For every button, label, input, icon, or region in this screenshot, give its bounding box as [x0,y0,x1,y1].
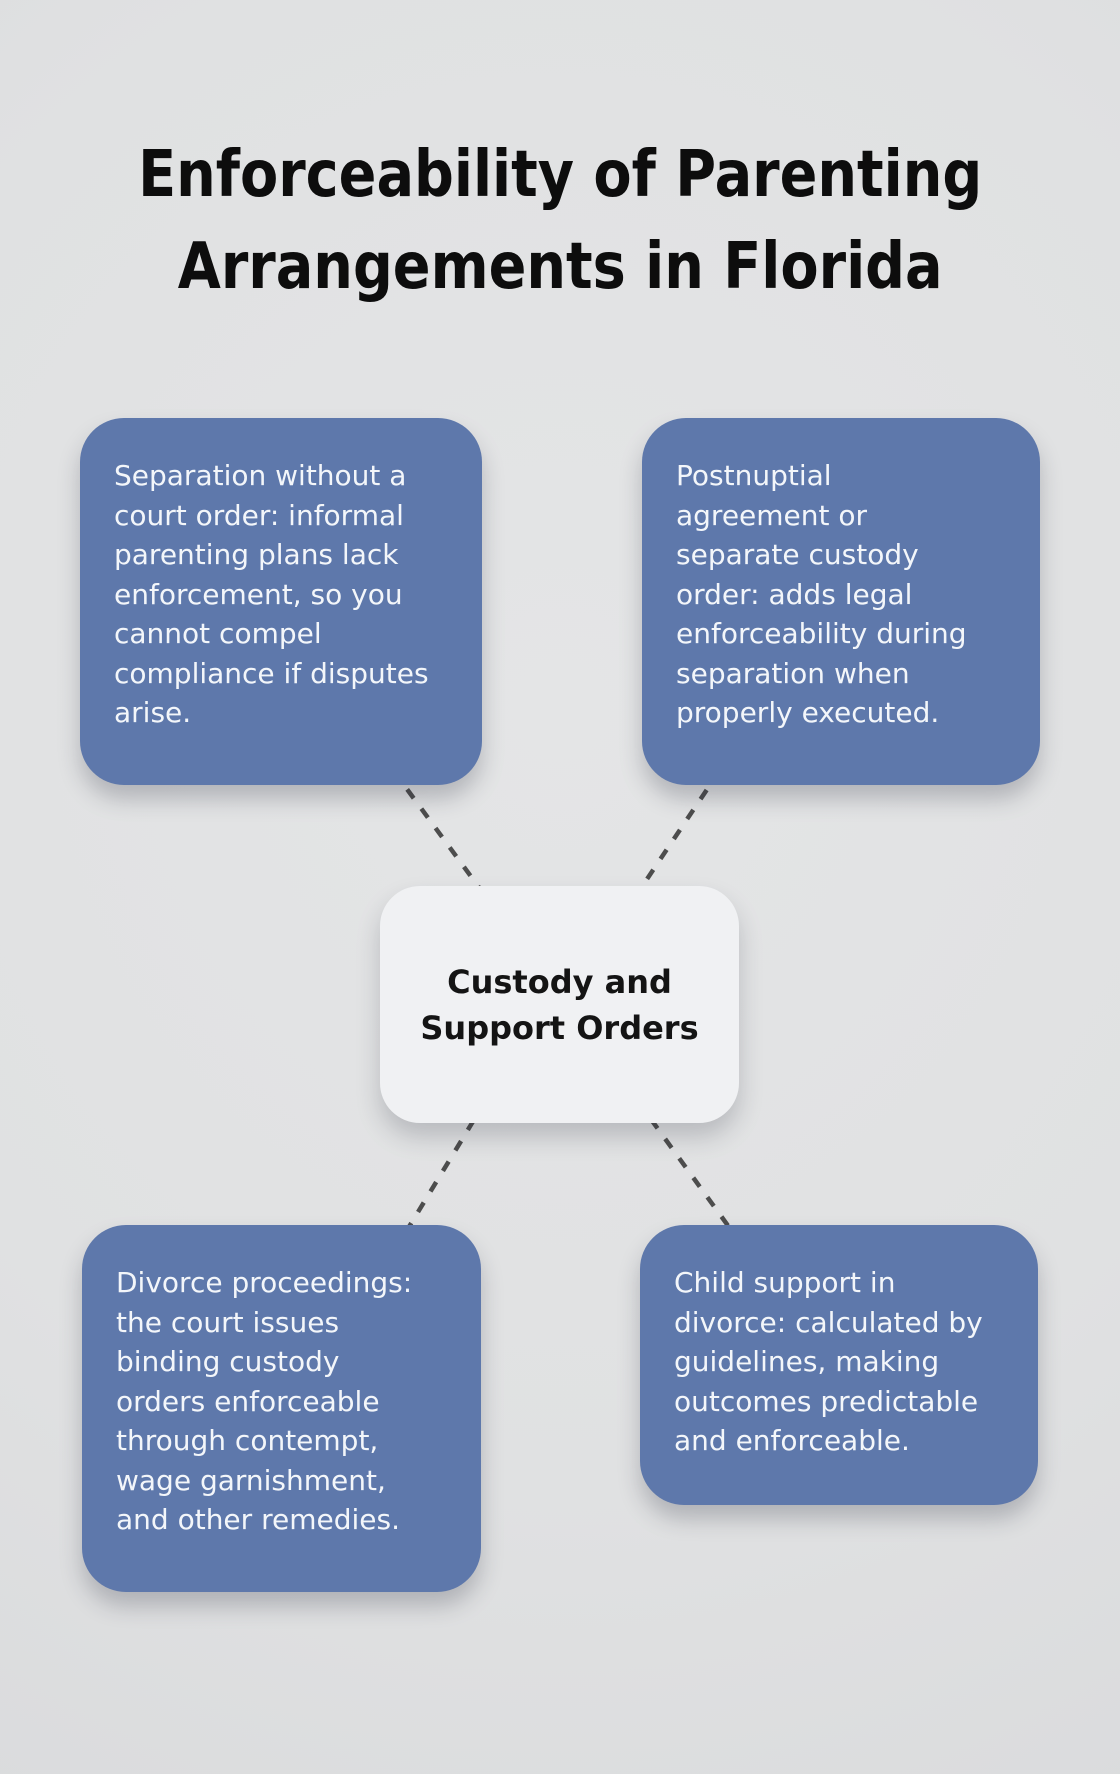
connector-bottom-right [635,1098,744,1247]
page-title-text: Enforceability of Parenting Arrangements… [137,137,983,304]
node-separation-without-court-order: Separation without a court order: inform… [80,418,482,785]
connector-bottom-left [396,1098,488,1247]
center-node-custody-support-orders: Custody and Support Orders [380,886,739,1123]
node-divorce-proceedings: Divorce proceedings: the court issues bi… [82,1225,481,1592]
connector-top-right [623,768,722,914]
node-postnuptial-agreement: Postnuptial agreement or separate custod… [642,418,1040,785]
page-title: Enforceability of Parenting Arrangements… [0,129,1120,313]
node-child-support: Child support in divorce: calculated by … [640,1225,1038,1505]
